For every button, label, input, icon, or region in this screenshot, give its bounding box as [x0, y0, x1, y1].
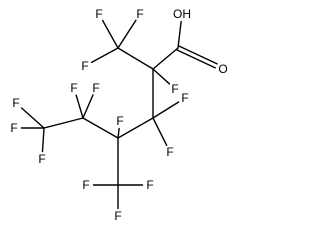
bond-c3-c4 — [117, 117, 154, 139]
bond-c2-cf3a — [117, 47, 154, 70]
atom-label-f4: F — [116, 114, 123, 128]
bond-c3-f3b — [152, 117, 168, 146]
atom-label-fa2: F — [81, 59, 88, 73]
atom-label-f3a: F — [181, 91, 188, 105]
atom-label-f5a: F — [70, 81, 77, 95]
atom-label-fa3: F — [136, 7, 143, 21]
bond-c6-f6c — [41, 127, 45, 153]
bond-c3-f3a — [152, 101, 180, 119]
atom-label-f6b: F — [10, 121, 17, 135]
bond-c4-c5 — [82, 117, 119, 139]
atom-label-fa1: F — [95, 7, 102, 21]
atom-label-f6c: F — [38, 152, 45, 166]
atom-label-o1: OH — [173, 7, 191, 21]
atom-label-f2: F — [171, 82, 178, 96]
bond-c1-o2-a — [176, 49, 216, 69]
bond-c1-o2-b — [178, 45, 218, 65]
atom-label-f3b: F — [166, 145, 173, 159]
atom-label-f5b: F — [92, 81, 99, 95]
atom-label-f6a: F — [12, 96, 19, 110]
bond-c1-c2 — [152, 47, 179, 70]
bond-cf3a-fa1 — [101, 19, 119, 49]
atom-label-f7b: F — [146, 178, 153, 192]
bond-c6-f6a — [20, 107, 45, 129]
bond-c1-o1 — [177, 20, 182, 49]
bond-c5-f5a — [75, 94, 84, 119]
atom-label-f7c: F — [114, 209, 121, 223]
bonds — [20, 19, 218, 210]
bond-cf3a-fa3 — [117, 19, 137, 49]
bond-c5-f5b — [82, 94, 94, 119]
bond-c2-f2 — [152, 68, 171, 85]
bond-c4-f4 — [117, 127, 120, 139]
atom-label-o2: O — [218, 62, 227, 76]
bond-cf3a-fa2 — [90, 47, 119, 64]
atom-label-f7a: F — [82, 178, 89, 192]
bond-c5-c6 — [43, 117, 84, 129]
